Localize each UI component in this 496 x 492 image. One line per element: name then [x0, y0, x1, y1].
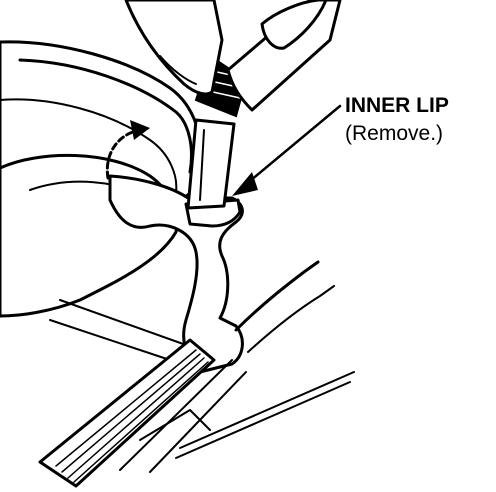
peel-direction-arrow — [105, 120, 150, 180]
hand-palm — [0, 153, 179, 318]
body-flange — [119, 260, 355, 473]
trim-edge-hatched — [38, 338, 216, 488]
weatherstrip-molding — [49, 174, 244, 374]
callout-leader — [232, 104, 342, 196]
callout-subtitle: (Remove.) — [345, 122, 443, 145]
fingers — [124, 0, 328, 96]
callout-title: INNER LIP — [345, 94, 449, 117]
